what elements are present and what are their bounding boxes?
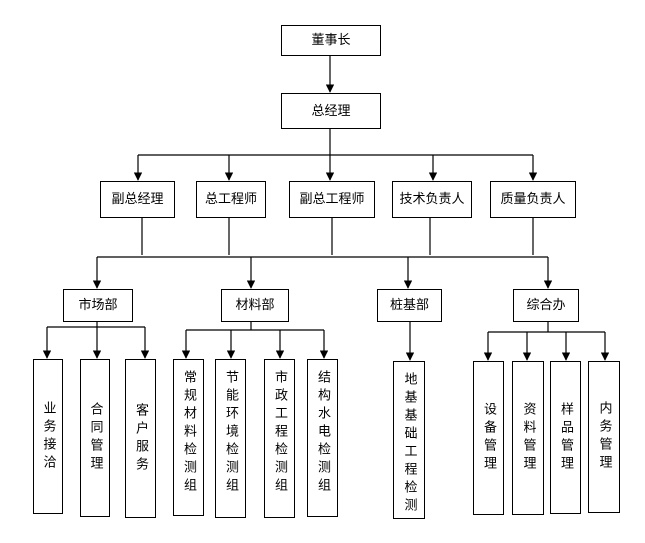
general-manager-box: 总经理 (281, 93, 381, 129)
department-box-market: 市场部 (63, 289, 133, 322)
department-box-general-office: 综合办 (513, 289, 579, 322)
unit-label: 内务管理 (596, 401, 612, 473)
department-box-pile-foundation: 桩基部 (377, 289, 442, 322)
unit-label: 设备管理 (481, 402, 496, 474)
unit-box-equipment-management: 设备管理 (473, 361, 504, 515)
unit-label: 资料管理 (520, 402, 536, 474)
unit-box-structure-utilities-testing: 结构水电检测组 (307, 359, 338, 517)
unit-box-routine-materials-testing: 常规材料检测组 (173, 359, 204, 516)
unit-box-contract-management: 合同管理 (80, 359, 110, 517)
executive-box-deputy-gm: 副总经理 (100, 181, 175, 218)
unit-box-internal-affairs-management: 内务管理 (588, 361, 620, 513)
executive-box-quality-lead: 质量负责人 (490, 181, 576, 218)
unit-label: 客户服务 (133, 402, 148, 475)
unit-box-municipal-engineering-testing: 市政工程检测组 (264, 359, 295, 518)
unit-box-energy-environment-testing: 节能环境检测组 (215, 359, 246, 518)
executive-box-technical-lead: 技术负责人 (392, 181, 472, 218)
unit-label: 结构水电检测组 (315, 370, 330, 496)
unit-label: 常规材料检测组 (181, 370, 196, 496)
unit-label: 样品管理 (558, 401, 573, 474)
unit-box-customer-service: 客户服务 (125, 359, 156, 518)
unit-label: 合同管理 (87, 402, 103, 474)
unit-box-records-management: 资料管理 (512, 361, 544, 515)
executive-box-deputy-chief-engineer: 副总工程师 (289, 181, 375, 218)
executive-box-chief-engineer: 总工程师 (196, 181, 266, 218)
unit-box-foundation-engineering-testing: 地基基础工程检测 (393, 361, 425, 519)
unit-label: 业务接洽 (40, 400, 56, 473)
unit-label: 地基基础工程检测 (401, 372, 417, 516)
chairman-box: 董事长 (281, 25, 381, 56)
unit-label: 节能环境检测组 (223, 370, 238, 496)
unit-box-business-contact: 业务接洽 (33, 359, 63, 514)
unit-box-sample-management: 样品管理 (550, 361, 581, 514)
unit-label: 市政工程检测组 (272, 370, 287, 496)
department-box-materials: 材料部 (221, 289, 289, 322)
